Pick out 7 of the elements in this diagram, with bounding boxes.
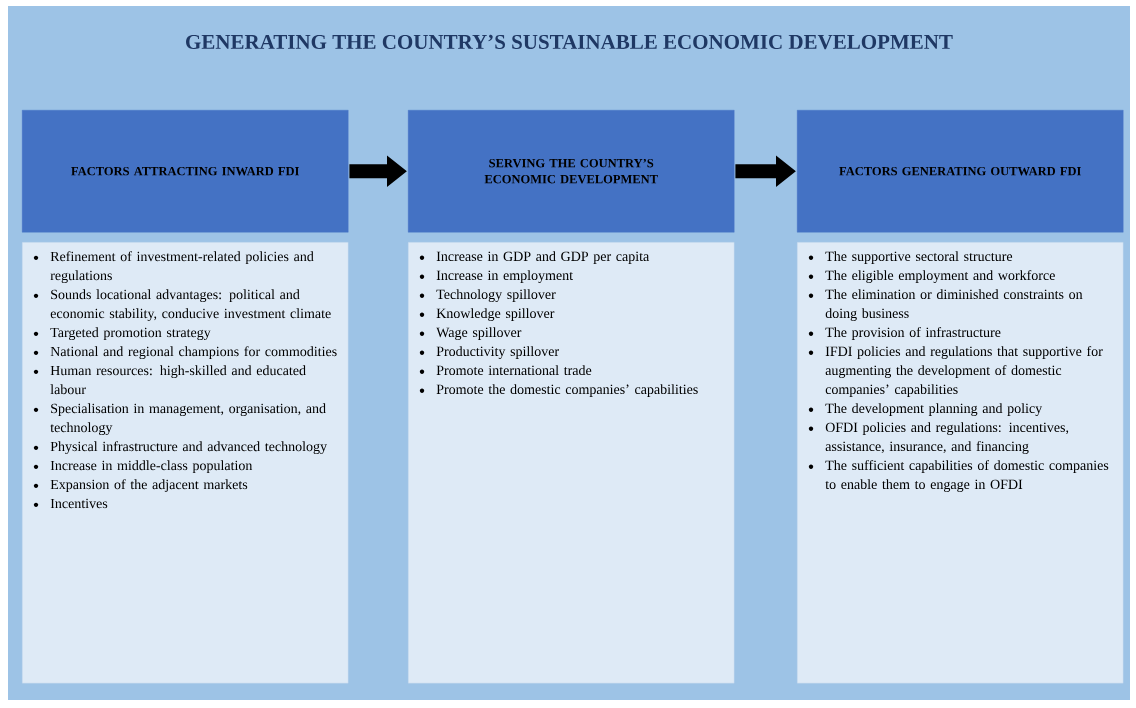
list-box: Increase in GDP and GDP per capita Increase in employment Technology spillover Knowledge spillover Wage spillover Productivity spillover Promote international trade Promote the domestic companies’ capabilities: [408, 242, 735, 684]
list-box: The supportive sectoral structure The eligible employment and workforce The elimination or diminished constraints on doing business The provision of infrastructure IFDI policies and regulations that supportive for augmenting the development of domestic companies’ capabilities The development planning and policy OFDI policies and regulations: incentives, assistance, insurance, and financing The sufficient capabilities of domestic companies to enable them to engage in OFDI: [797, 242, 1124, 684]
list-box: Refinement of investment-related policies and regulations Sounds locational advantages: political and economic stability, conducive investment climate Targeted promotion strategy National and regional champions for commodities Human resources: high-skilled and educated labour Specialisation in management, organisation, and technology Physical infrastructure and advanced technology Increase in middle-class population Expansion of the adjacent markets Incentives: [22, 242, 349, 684]
header-box: FACTORS ATTRACTING INWARD FDI: [22, 110, 349, 233]
header-box: SERVING THE COUNTRY’S ECONOMIC DEVELOPMENT: [408, 110, 735, 233]
header-box: FACTORS GENERATING OUTWARD FDI: [797, 110, 1124, 233]
title: GENERATING THE COUNTRY’S SUSTAINABLE ECONOMIC DEVELOPMENT: [186, 34, 953, 50]
